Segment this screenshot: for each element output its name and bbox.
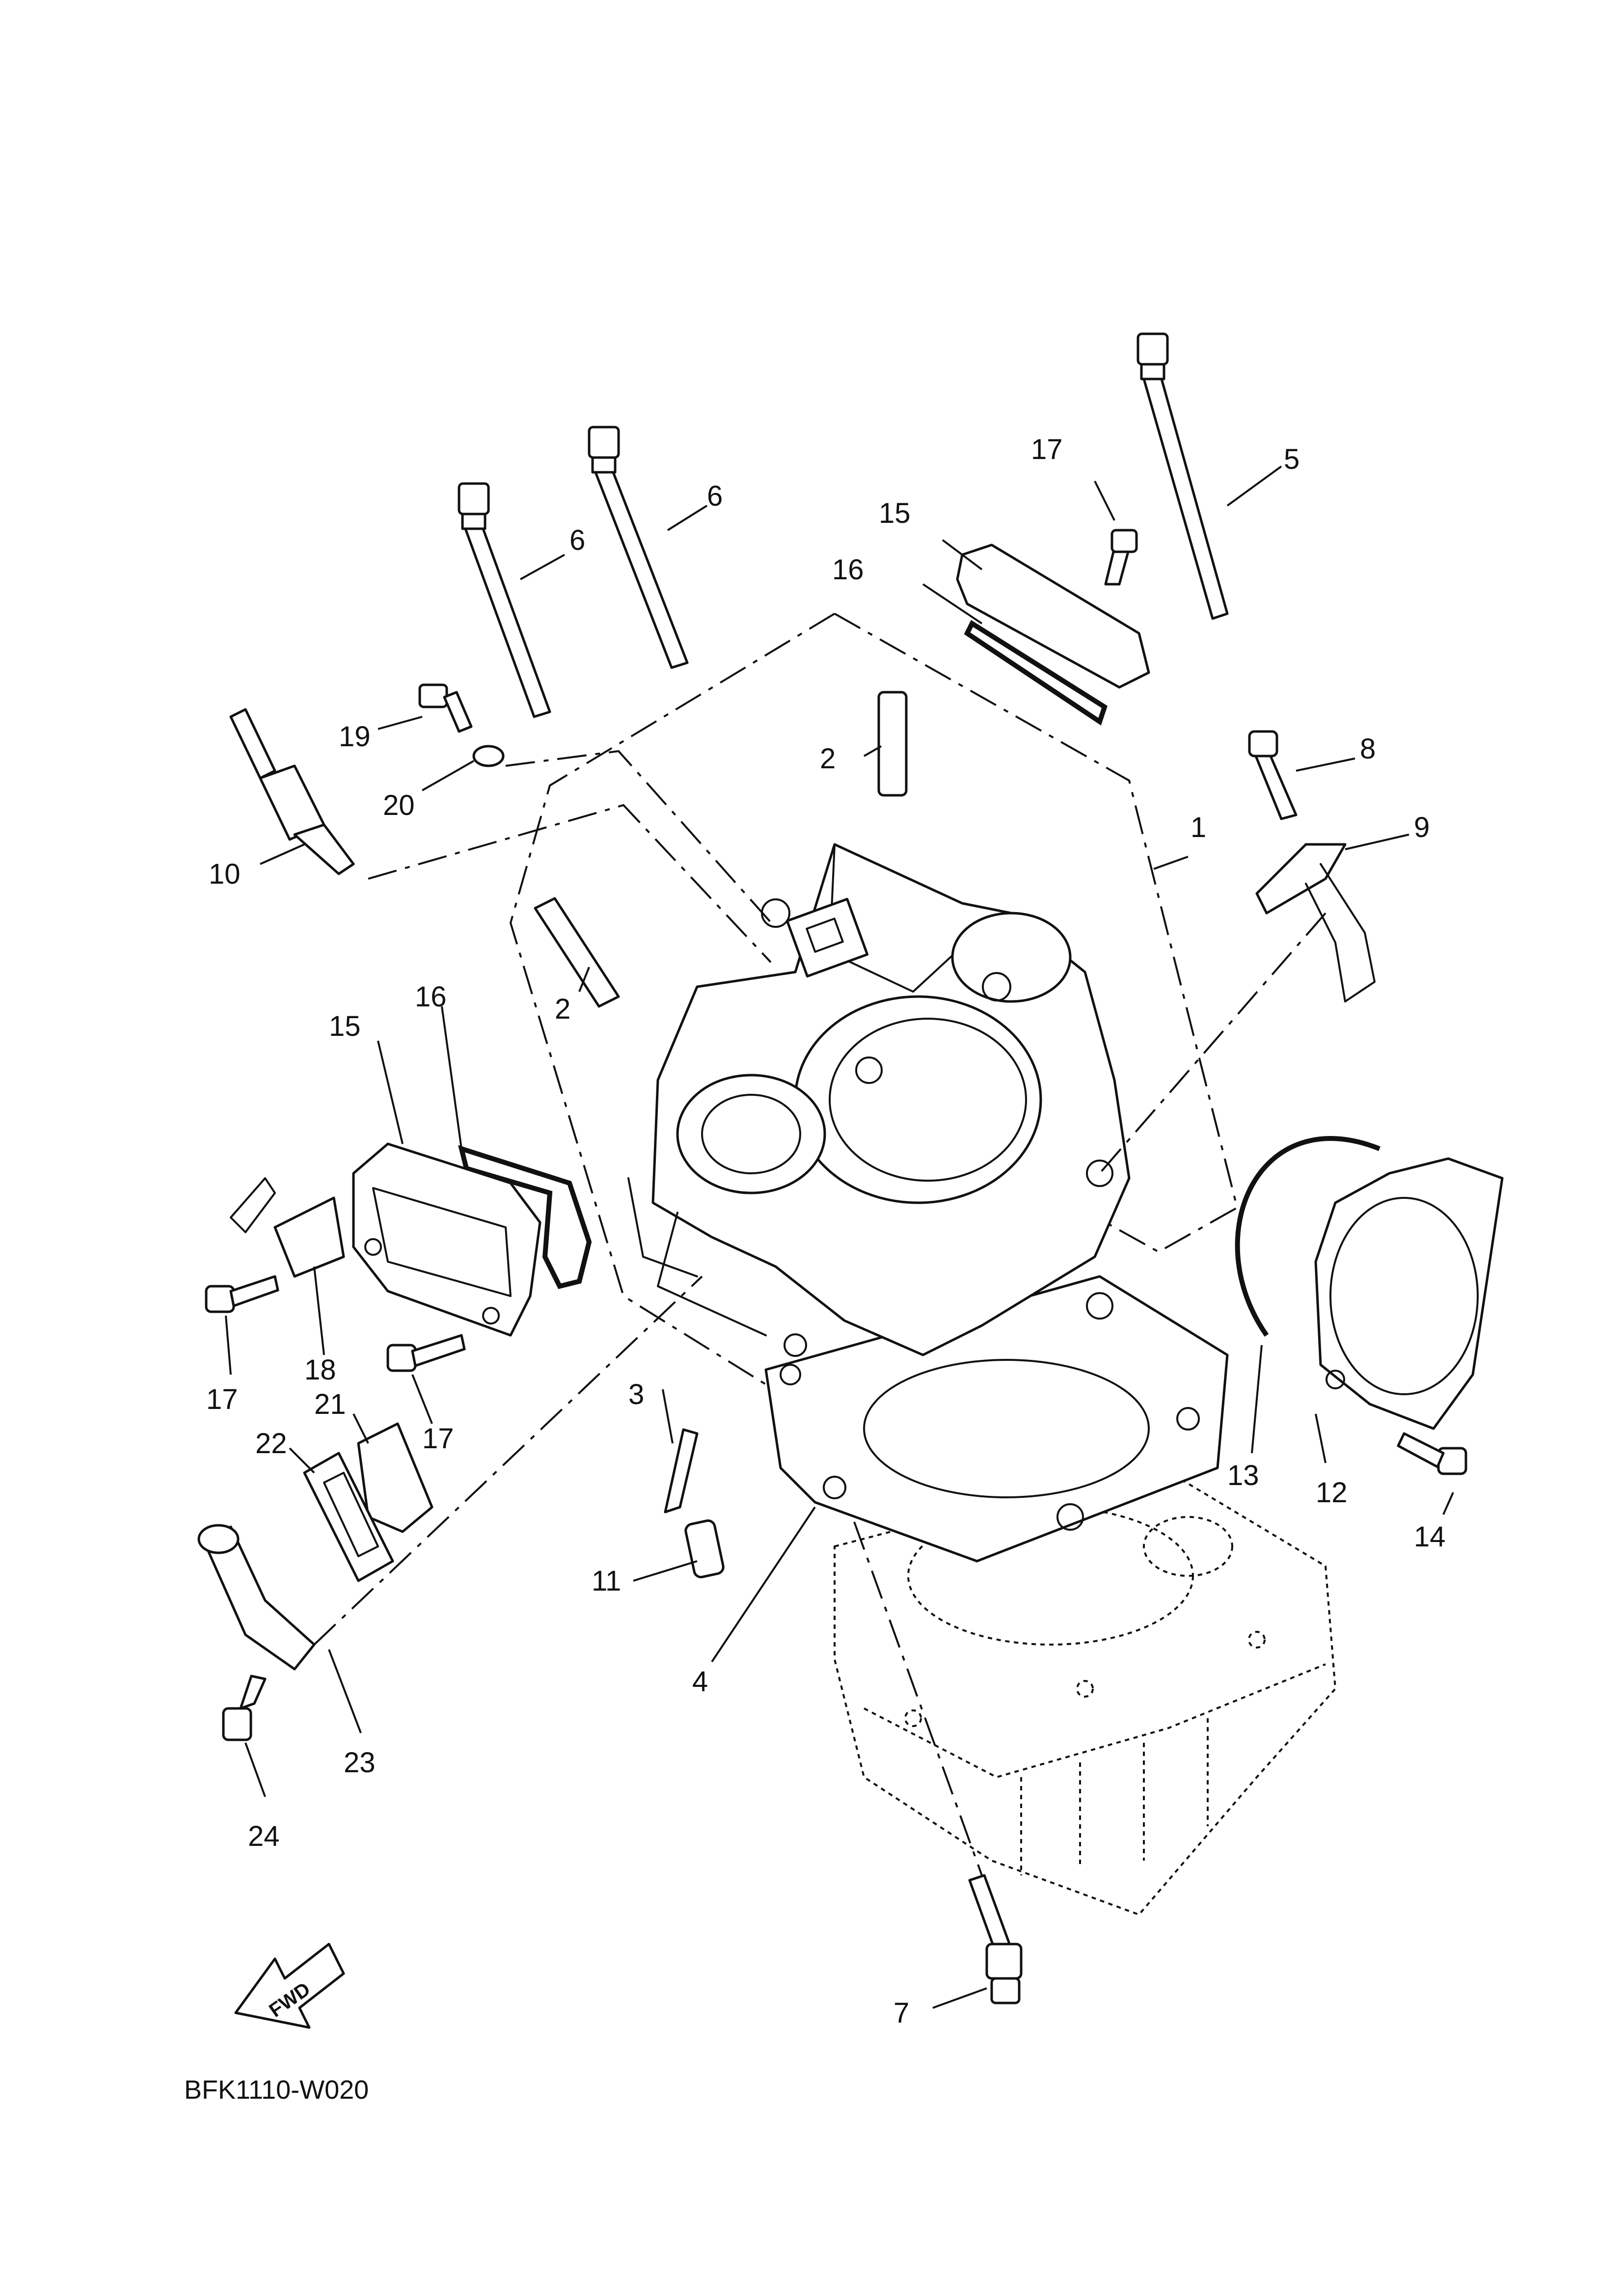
callout-10: 10 [209,858,241,890]
callout-18: 18 [304,1354,336,1386]
cover-gasket-top [964,620,1108,726]
valve-guide-top [877,691,908,797]
head-bolt-6b [588,426,689,669]
cover-top [956,543,1150,689]
callout-23: 23 [344,1747,376,1779]
head-bolt-long-5 [1137,332,1229,620]
callout-22: 22 [255,1428,287,1460]
leader-lines [225,465,1454,2009]
callout-17-left: 17 [206,1383,238,1415]
callout-1: 1 [1191,811,1206,843]
callout-2-top: 2 [820,743,836,775]
cover-left [352,1142,541,1337]
washer-20 [472,745,505,767]
callout-6-mid: 6 [707,480,723,512]
callout-15-left: 15 [329,1010,361,1042]
align-bolt7 [853,1521,983,1876]
cylinder-block [834,1461,1337,1916]
bolt-14 [1397,1432,1467,1475]
align-pipe [313,1275,703,1646]
callout-8: 8 [1360,733,1376,765]
bolt-19 [418,683,473,733]
callout-5: 5 [1284,443,1299,475]
head-assembly-boundary [834,613,1239,1253]
valve-guide-left [534,897,620,1008]
spring-3 [664,1428,699,1514]
callout-16-left: 16 [415,981,447,1013]
reed-21 [357,1422,433,1533]
callouts: 1 2 2 3 4 5 6 6 7 8 9 10 11 12 13 14 15 … [206,433,1446,2029]
callout-2-left: 2 [555,993,570,1025]
callout-14: 14 [1414,1521,1446,1553]
callout-6-left: 6 [569,524,585,556]
forward-arrow-icon: FWD [234,1943,345,2029]
head-gasket [764,1275,1229,1563]
callout-24: 24 [248,1820,280,1852]
align-spark-plug [368,804,772,963]
callout-11: 11 [592,1565,621,1597]
dowel-11 [684,1519,725,1578]
spark-plug [229,708,355,875]
o-ring-large [1235,1136,1380,1337]
breather-pipe-18 [230,1177,345,1278]
diagram-code: BFK1110-W020 [184,2075,369,2105]
callout-7: 7 [893,1997,909,2029]
bolt-17-mid [386,1334,466,1372]
callout-13: 13 [1227,1460,1259,1491]
callout-9: 9 [1414,811,1430,843]
callout-12: 12 [1316,1477,1348,1509]
callout-20: 20 [383,789,415,821]
cylinder-head [627,843,1131,1357]
callout-4: 4 [692,1666,708,1698]
align-bracket [1099,912,1326,1174]
bolt-8 [1248,730,1298,820]
callout-17-mid: 17 [422,1423,454,1455]
pipe-23 [197,1524,316,1671]
callout-21: 21 [314,1388,346,1420]
callout-17-top: 17 [1031,433,1063,465]
callout-15-top: 15 [879,497,911,529]
bracket-9 [1255,843,1376,1002]
callout-19: 19 [339,721,371,753]
cover-gasket-left [458,1145,592,1289]
align-washer [505,750,777,929]
bolt-17-top [1104,529,1138,586]
plate-22 [303,1452,394,1582]
head-bolt-6a [458,482,551,718]
cover-cap [1314,1157,1504,1430]
bolt-24 [222,1675,267,1741]
bolt-7 [968,1874,1023,2004]
callout-16-top: 16 [832,554,864,586]
callout-3: 3 [628,1379,644,1410]
bolt-17-left [205,1275,279,1313]
